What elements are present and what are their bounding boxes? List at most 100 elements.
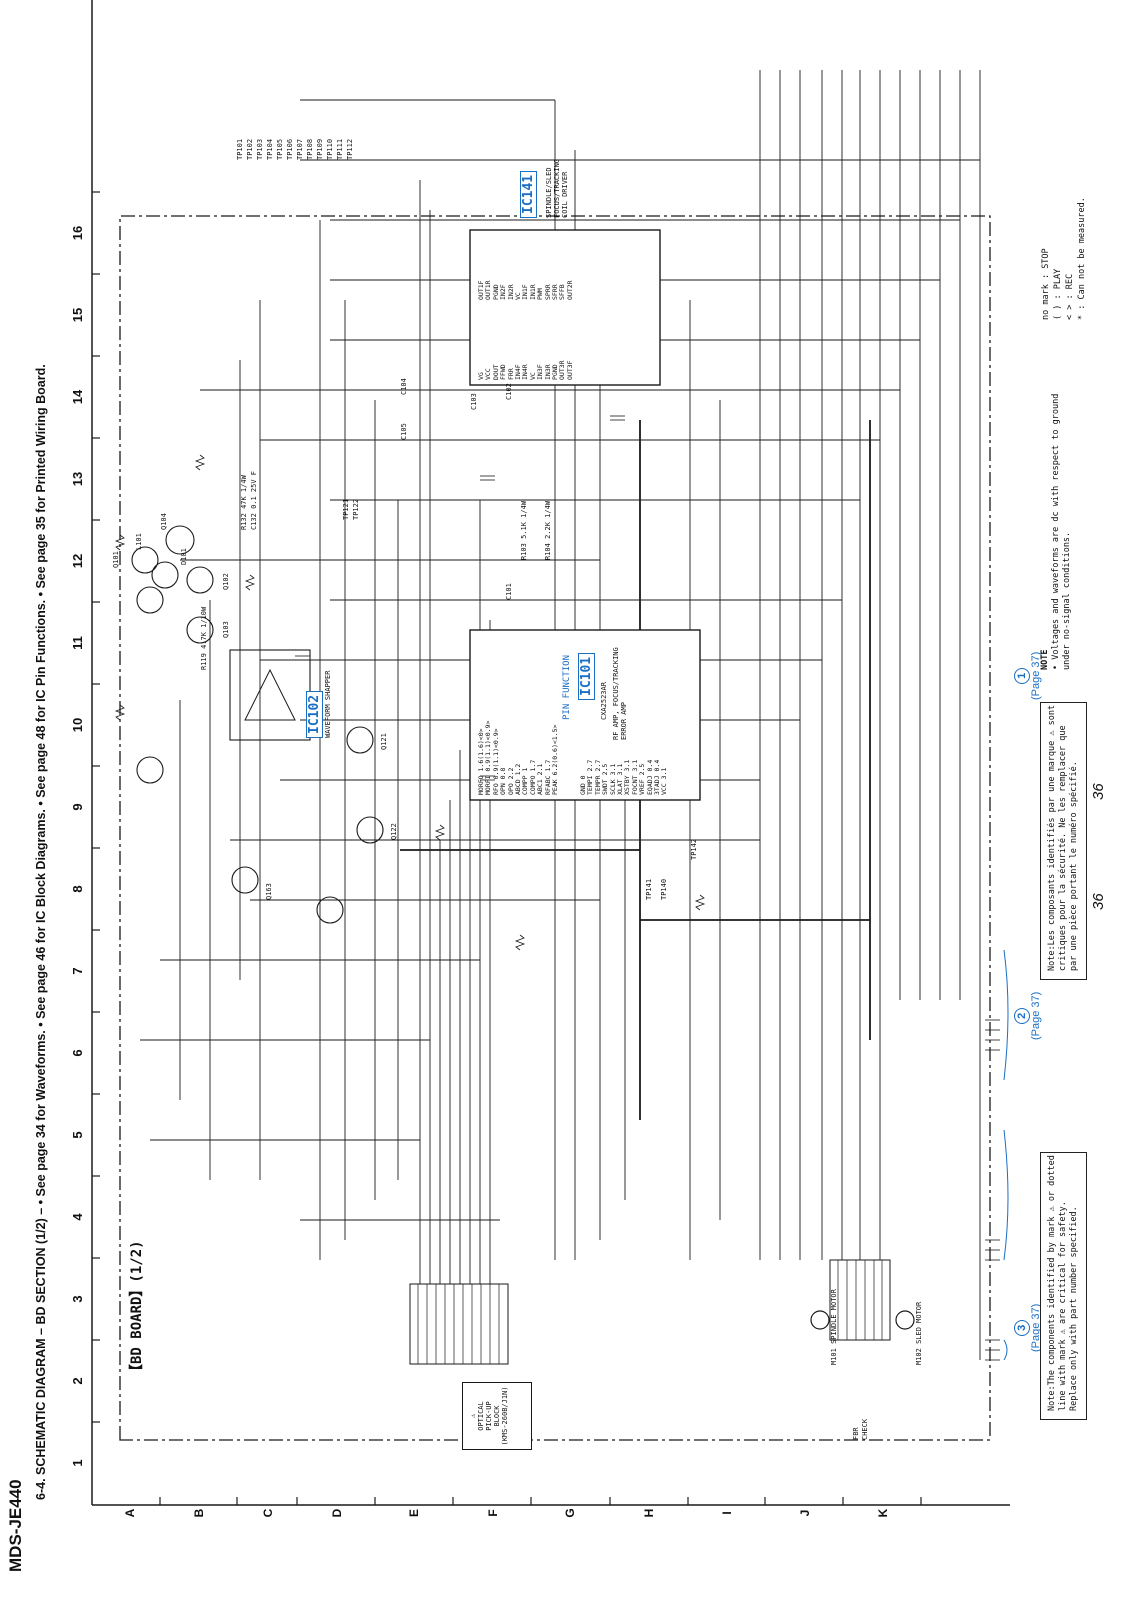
- safety-note-en: Note:The components identified by mark ⚠…: [1040, 1152, 1087, 1420]
- ic141-pin: OUT2R: [565, 280, 574, 300]
- q163-label: Q163: [265, 883, 273, 900]
- test-point: TP140: [660, 878, 668, 900]
- q122-label: Q122: [390, 823, 398, 840]
- component-ref: C132 0.1 25V F: [250, 470, 258, 530]
- ic141-top-pins: VG VCC DOUT FFWD FRR IN4F IN4R VC IN3F I…: [477, 305, 574, 380]
- connector-page-ref: (Page 37): [1030, 991, 1042, 1040]
- test-point: TP108: [306, 138, 314, 160]
- ic101-pin: PEAK 6.2(0.6)<1.5>: [551, 724, 560, 795]
- test-point: TP107: [296, 138, 304, 160]
- fbr-check-line1: FBR: [852, 1427, 860, 1440]
- warning-icon: ⚠: [469, 1413, 477, 1419]
- test-point: TP105: [276, 138, 284, 160]
- ic141-pin: IN4R: [521, 364, 530, 380]
- note-title: NOTE: [1040, 649, 1050, 670]
- ic102-desc: WAVEFORM SHAPPER: [324, 670, 332, 738]
- connector-group-1: 1 (Page 37): [1012, 652, 1042, 700]
- sled-motor-label: M102 SLED MOTOR: [915, 1301, 923, 1365]
- optical-pickup-block: ⚠ OPTICAL PICK-UP BLOCK (KMS-260B/J1N): [462, 1382, 532, 1450]
- note-line: Note:The components identified by mark ⚠…: [1047, 1155, 1057, 1411]
- component-ref: C103: [470, 393, 478, 410]
- row-label-e: E: [407, 1509, 421, 1518]
- col-label-12: 12: [70, 553, 85, 569]
- col-label-15: 15: [70, 307, 85, 323]
- component-ref: R104 2.2K 1/4W: [544, 500, 552, 560]
- col-label-2: 2: [70, 1377, 85, 1385]
- page-number: 36: [1090, 783, 1107, 800]
- col-label-11: 11: [70, 636, 85, 650]
- circle-number-icon: 2: [1014, 1007, 1030, 1024]
- connector-group-2: 2 (Page 37): [1012, 992, 1042, 1040]
- col-label-5: 5: [70, 1131, 85, 1139]
- q103-label: Q103: [222, 621, 230, 638]
- pickup-line4: (KMS-260B/J1N): [501, 1386, 509, 1446]
- test-point: TP110: [326, 138, 334, 160]
- legend-row: ( ) : PLAY: [1053, 268, 1063, 320]
- col-label-6: 6: [70, 1049, 85, 1057]
- component-ref: R119 4.7K 1/10W: [200, 606, 208, 670]
- test-point: TP106: [286, 138, 294, 160]
- row-label-g: G: [563, 1508, 577, 1518]
- component-ref: C102: [505, 383, 513, 400]
- component-ref: D101: [180, 548, 188, 565]
- component-ref: C105: [400, 423, 408, 440]
- test-point: TP121: [342, 498, 350, 520]
- ic141-pin: IN2R: [506, 284, 515, 300]
- note-line: under no-signal conditions.: [1062, 531, 1072, 670]
- test-point: TP104: [266, 138, 274, 160]
- fbr-check-line2: CHECK: [861, 1418, 869, 1440]
- test-point: TP109: [316, 138, 324, 160]
- voltage-note: NOTE • Voltages and waveforms are dc wit…: [1040, 394, 1073, 670]
- col-label-14: 14: [70, 389, 85, 405]
- connector-group-3: 3 (Page 37): [1012, 1304, 1042, 1352]
- ic141-desc: SPINDLE/SLED FOCUS/TRACKING COIL DRIVER: [545, 158, 569, 218]
- note-line: Note:Les composants identifiés par une m…: [1047, 704, 1057, 971]
- legend-row: * : Can not be measured.: [1077, 197, 1087, 320]
- col-label-8: 8: [70, 885, 85, 893]
- test-point: TP142: [690, 838, 698, 860]
- legend-row: < > : REC: [1065, 273, 1075, 320]
- test-point: TP112: [346, 138, 354, 160]
- q102-label: Q102: [222, 573, 230, 590]
- test-point: TP102: [246, 138, 254, 160]
- q104-label: Q104: [160, 513, 168, 530]
- ic141-label: IC141: [520, 170, 537, 218]
- circle-number-icon: 1: [1014, 667, 1030, 684]
- pickup-line2: PICK-UP: [485, 1401, 493, 1431]
- col-label-10: 10: [70, 717, 85, 733]
- test-point: TP111: [336, 138, 344, 160]
- ic101-left-pins: GND 0 TEMPI 2.7 TEMPR 2.7 SWDT 2.5 SCLK …: [579, 760, 669, 795]
- ic141-bottom-pins: OUT1F OUT1R PGND IN2F IN2R VC IN1F IN1R …: [477, 235, 574, 300]
- row-label-h: H: [642, 1508, 656, 1518]
- test-point: TP122: [352, 498, 360, 520]
- col-label-3: 3: [70, 1295, 85, 1303]
- row-label-b: B: [192, 1508, 206, 1518]
- col-label-1: 1: [70, 1459, 85, 1467]
- row-label-j: J: [798, 1509, 812, 1517]
- ic101-right-pins: MORFO 1.6(1.6)<0> MORFI 0.9(1.1)<0.9> RF…: [477, 721, 560, 795]
- ic141-pin: OUT3F: [565, 360, 574, 380]
- pickup-line1: OPTICAL: [477, 1401, 485, 1431]
- note-line: line with mark ⚠ are critical for safety…: [1058, 1201, 1068, 1411]
- ic101-name: CXA2523AR: [600, 682, 608, 720]
- col-label-7: 7: [70, 967, 85, 975]
- component-ref: C101: [505, 583, 513, 600]
- col-label-4: 4: [70, 1213, 85, 1221]
- pickup-line3: BLOCK: [493, 1405, 501, 1427]
- row-label-f: F: [486, 1509, 500, 1517]
- ic101-pin: VCC 3.1: [660, 767, 669, 795]
- col-label-13: 13: [70, 471, 85, 487]
- ic101-desc: RF AMP, FOCUS/TRACKING ERROR AMP: [612, 647, 628, 740]
- test-point: TP101: [236, 138, 244, 160]
- test-point: TP103: [256, 138, 264, 160]
- note-line: critiques pour la sécurité. Ne les rempl…: [1058, 725, 1068, 971]
- legend-row: no mark : STOP: [1041, 248, 1051, 320]
- row-label-k: K: [876, 1508, 890, 1518]
- component-ref: R103 5.1K 1/4W: [520, 500, 528, 560]
- q101-label: Q101: [112, 551, 120, 568]
- col-label-16: 16: [70, 225, 85, 241]
- spindle-motor-label: M101 SPINDLE MOTOR: [830, 1289, 838, 1365]
- pin-function-label: PIN FUNCTION: [562, 654, 572, 720]
